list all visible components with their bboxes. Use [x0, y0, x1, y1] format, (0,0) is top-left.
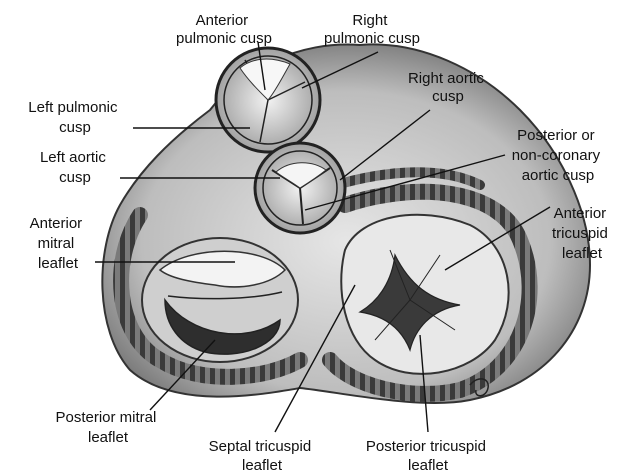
- label-right-pulmonic-cusp: Right pulmonic cusp: [324, 12, 420, 47]
- label-left-pulmonic-cusp: Left pulmonic cusp: [28, 99, 121, 136]
- pulmonic-valve: [216, 48, 320, 152]
- label-posterior-aortic-cusp: Posterior or non-coronary aortic cusp: [512, 127, 605, 184]
- label-posterior-tricuspid-leaflet: Posterior tricuspid leaflet: [366, 438, 490, 474]
- mitral-valve: [142, 238, 298, 362]
- tricuspid-valve: [341, 215, 508, 374]
- label-anterior-mitral-leaflet: Anterior mitral leaflet: [30, 215, 87, 272]
- aortic-valve: [255, 143, 345, 233]
- label-left-aortic-cusp: Left aortic cusp: [40, 149, 110, 186]
- label-posterior-mitral-leaflet: Posterior mitral leaflet: [55, 409, 160, 446]
- label-anterior-pulmonic-cusp: Anterior pulmonic cusp: [176, 12, 272, 47]
- label-septal-tricuspid-leaflet: Septal tricuspid leaflet: [209, 438, 316, 474]
- heart-illustration: [102, 44, 590, 403]
